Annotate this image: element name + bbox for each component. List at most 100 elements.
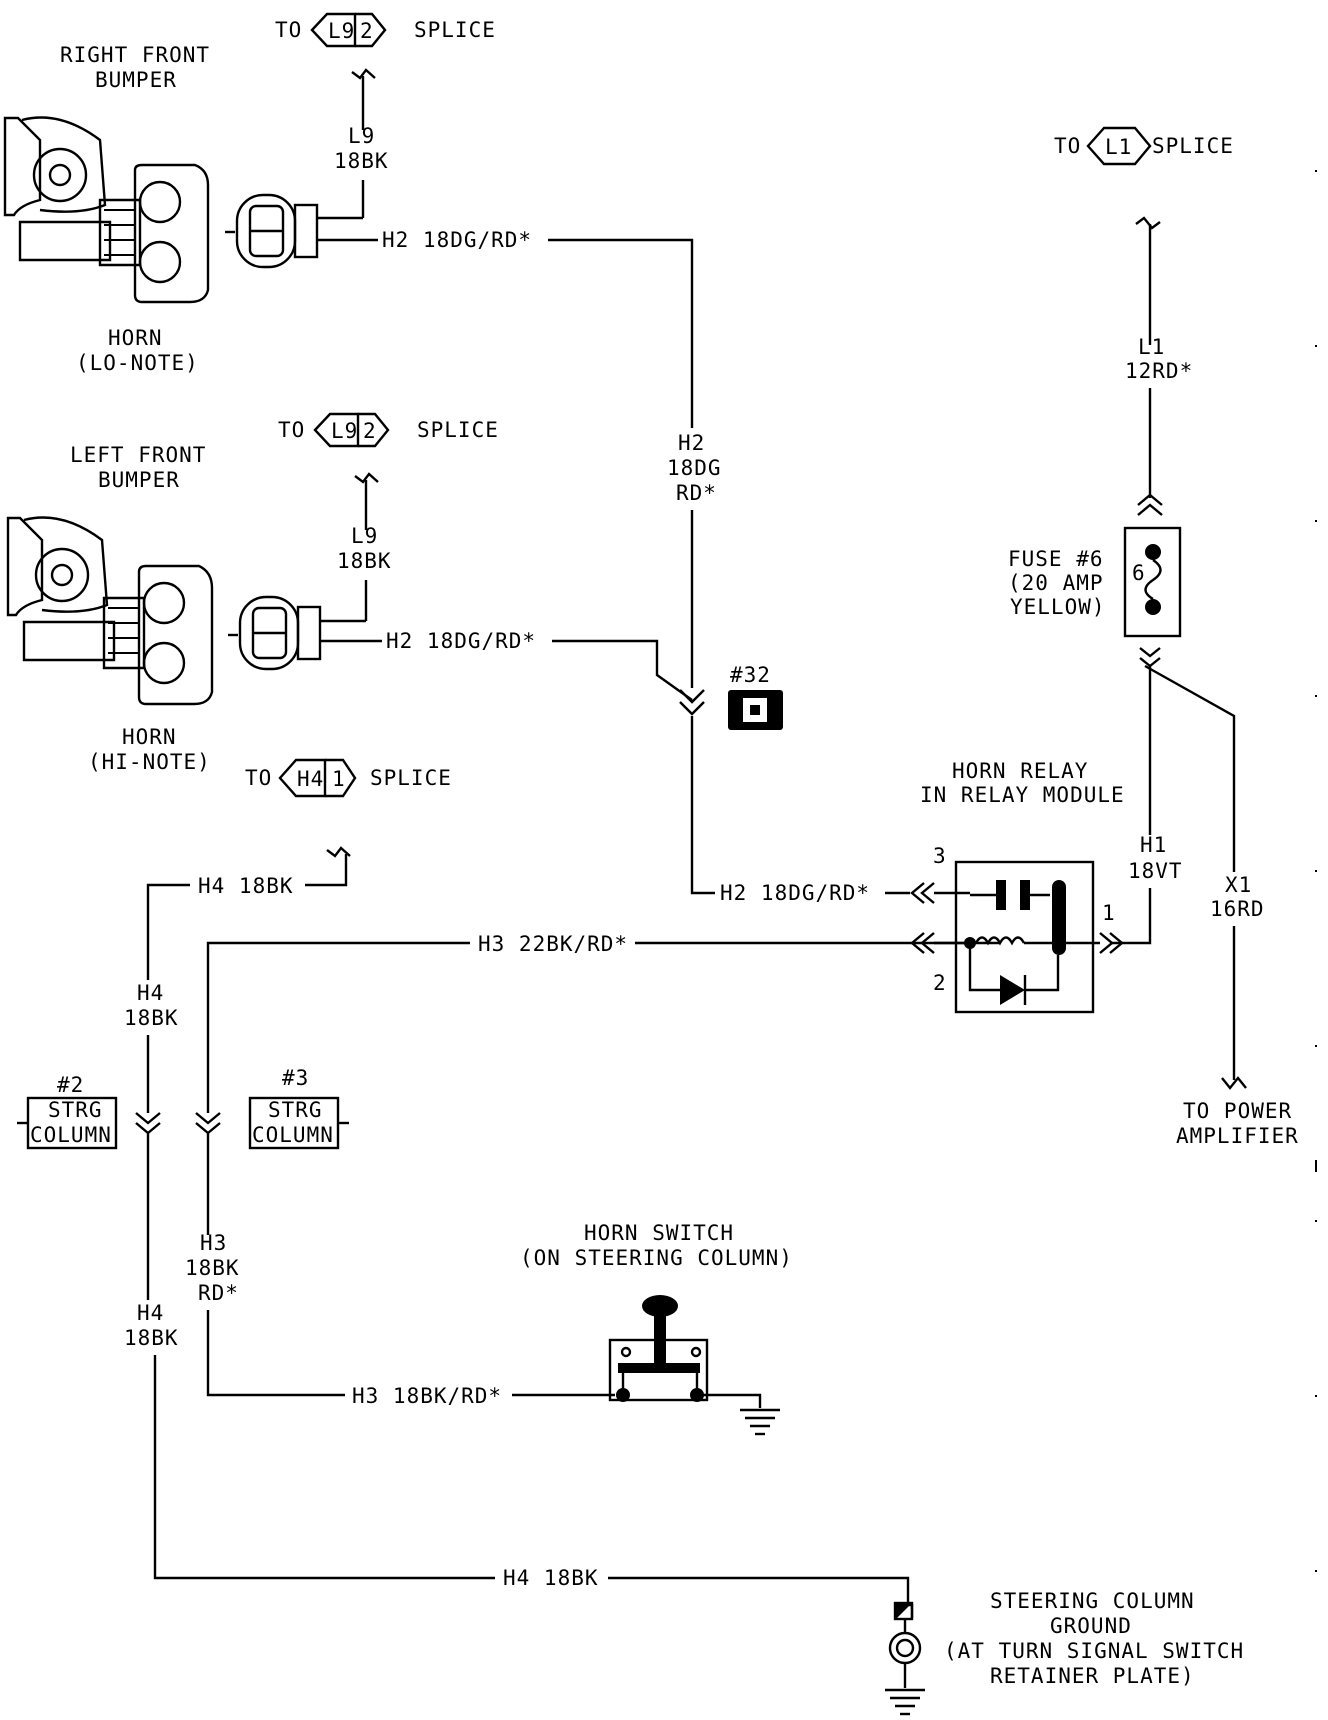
- strg-3-num: #3: [282, 1066, 309, 1090]
- splice-l1: TO L1 SPLICE: [1054, 126, 1234, 166]
- wire-label: RD*: [676, 481, 717, 505]
- wire-label: H2 18DG/RD*: [720, 881, 870, 905]
- wire-label: H2 18DG/RD*: [386, 629, 536, 653]
- wire-h4-lower: H4 18BK H4 18BK: [124, 1133, 910, 1605]
- wire-h3-lower: H3 18BK RD* H3 18BK/RD*: [185, 1133, 615, 1408]
- splice-l9-top: TO L9 2 SPLICE: [275, 12, 495, 48]
- horn-hi-note: (HI-NOTE): [88, 750, 211, 774]
- wire-h2-relay: H2 18DG/RD*: [720, 881, 910, 905]
- fuse-number: 6: [1132, 561, 1146, 585]
- splice-pin-box: [355, 12, 387, 48]
- power-amp-label-2: AMPLIFIER: [1176, 1124, 1299, 1148]
- horn-switch: HORN SWITCH (ON STEERING COLUMN): [520, 1221, 793, 1436]
- strg-2-num: #2: [57, 1073, 84, 1097]
- wire-label: H4 18BK: [503, 1566, 599, 1590]
- wire-label: H4: [137, 1301, 164, 1325]
- strg-2-label-2: COLUMN: [30, 1123, 112, 1147]
- splice-l9-mid: TO L9 2 SPLICE: [278, 412, 499, 448]
- ground-label: STEERING COLUMN: [990, 1589, 1195, 1613]
- splice-diamond: [1086, 126, 1152, 166]
- wire-label: 16RD: [1210, 897, 1265, 921]
- horn-hi-location: LEFT FRONT: [70, 443, 206, 467]
- wire-label: 18BK: [124, 1326, 179, 1350]
- wire-label: H3 22BK/RD*: [478, 932, 628, 956]
- wire-label: H3 18BK/RD*: [352, 1384, 502, 1408]
- splice-diamond: [278, 758, 327, 798]
- wire-label: H4 18BK: [198, 874, 294, 898]
- wire-l9-top: L9 18BK: [317, 68, 388, 220]
- splice-diamond: [310, 12, 357, 48]
- horn-lo-labels: RIGHT FRONT BUMPER HORN (LO-NOTE): [60, 43, 210, 375]
- splice-pin: 2: [363, 419, 377, 443]
- relay-pin-2: 2: [933, 971, 947, 995]
- splice-h4: TO H4 1 SPLICE: [245, 758, 452, 798]
- wire-h3-top: H3 22BK/RD*: [206, 932, 1000, 1113]
- wire-label: H3: [200, 1231, 227, 1255]
- splice-prefix: TO: [275, 18, 302, 42]
- horn-relay: HORN RELAY IN RELAY MODULE 3 1 2: [910, 759, 1125, 1014]
- strg-3-label-2: COLUMN: [252, 1123, 334, 1147]
- relay-location: IN RELAY MODULE: [920, 783, 1125, 807]
- splice-suffix: SPLICE: [1152, 134, 1234, 158]
- horn-lo-name: HORN: [108, 326, 163, 350]
- splice-prefix: TO: [278, 418, 305, 442]
- ground-location-2: RETAINER PLATE): [990, 1664, 1195, 1688]
- relay-pin-3: 3: [933, 844, 947, 868]
- splice-suffix: SPLICE: [417, 418, 499, 442]
- strg-column-2: #2 STRG COLUMN: [17, 1073, 161, 1150]
- strg-2-label: STRG: [48, 1098, 103, 1122]
- wire-label: 18BK: [124, 1006, 179, 1030]
- wire-label: 18VT: [1128, 859, 1183, 883]
- horn-lo-note: (LO-NOTE): [76, 351, 199, 375]
- horn-hi-icon: [6, 516, 214, 706]
- horn-switch-location: (ON STEERING COLUMN): [520, 1246, 793, 1270]
- wire-label: L1: [1138, 335, 1165, 359]
- splice-prefix: TO: [245, 766, 272, 790]
- splice-diamond: [313, 412, 360, 448]
- power-amp-label: TO POWER: [1183, 1099, 1292, 1123]
- ground-label-2: GROUND: [1050, 1614, 1132, 1638]
- wire-h2-top: H2 18DG/RD* H2 18DG RD*: [317, 228, 722, 895]
- fuse-6: FUSE #6 (20 AMP YELLOW) 6: [1008, 526, 1182, 638]
- fuse-label: FUSE #6: [1008, 547, 1104, 571]
- wire-label: 18BK: [185, 1256, 240, 1280]
- strg-column-3: #3 STRG COLUMN: [195, 1066, 349, 1150]
- splice-id: L1: [1105, 135, 1132, 159]
- connector-32: #32: [728, 663, 783, 730]
- horn-hi-name: HORN: [122, 725, 177, 749]
- connector-hi: [228, 595, 322, 671]
- splice-id: H4: [297, 767, 324, 791]
- ground-location: (AT TURN SIGNAL SWITCH: [944, 1639, 1244, 1663]
- wire-label: 18DG: [667, 456, 722, 480]
- splice-pin: 1: [332, 767, 346, 791]
- horn-lo-location: RIGHT FRONT: [60, 43, 210, 67]
- splice-id: L9: [331, 419, 358, 443]
- connector-lo: [225, 193, 319, 269]
- wire-l9-mid: L9 18BK: [320, 472, 391, 623]
- splice-prefix: TO: [1054, 134, 1081, 158]
- wire-l1: L1 12RD*: [1125, 216, 1192, 516]
- horn-hi-location-2: BUMPER: [98, 468, 180, 492]
- relay-pin-1: 1: [1102, 901, 1116, 925]
- connector-32-label: #32: [730, 663, 771, 687]
- wire-label: RD*: [198, 1281, 239, 1305]
- horn-lo-icon: [3, 116, 210, 304]
- splice-pin: 2: [360, 19, 374, 43]
- wire-h2-mid: H2 18DG/RD*: [320, 629, 693, 701]
- wire-label: X1: [1225, 873, 1252, 897]
- wire-label: H2 18DG/RD*: [382, 228, 532, 252]
- wire-h4-top: H4 18BK H4 18BK: [124, 846, 351, 1113]
- strg-3-label: STRG: [268, 1098, 323, 1122]
- wire-fuse-out: H1 18VT X1 16RD TO POWER AMPLIFIER: [1110, 647, 1299, 1148]
- splice-suffix: SPLICE: [370, 766, 452, 790]
- relay-label: HORN RELAY: [952, 759, 1088, 783]
- fuse-color: YELLOW): [1010, 595, 1106, 619]
- horn-lo-location-2: BUMPER: [95, 68, 177, 92]
- wire-label: L9: [351, 524, 378, 548]
- splice-pin-box: [358, 412, 390, 448]
- fuse-rating: (20 AMP: [1008, 571, 1104, 595]
- horn-switch-label: HORN SWITCH: [584, 1221, 734, 1245]
- horn-hi-labels: LEFT FRONT BUMPER HORN (HI-NOTE): [70, 443, 211, 774]
- splice-id: L9: [328, 19, 355, 43]
